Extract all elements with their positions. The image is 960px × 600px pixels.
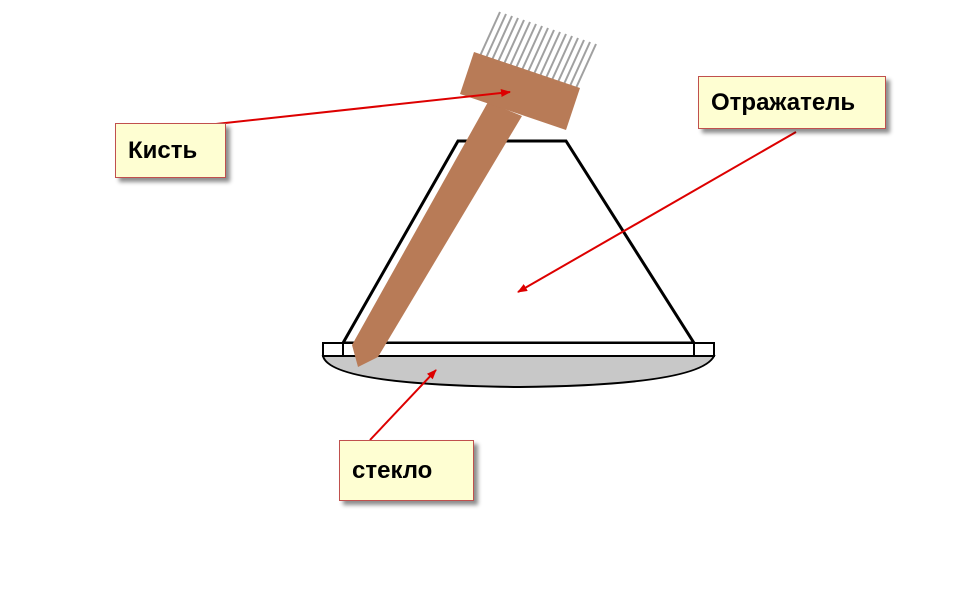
callout-glass-text: стекло: [352, 456, 433, 484]
arrow-glass: [369, 369, 437, 441]
arrow-reflector: [517, 131, 797, 293]
callout-glass: стекло: [339, 440, 474, 501]
arrow-brush: [215, 88, 511, 125]
callout-brush: Кисть: [115, 123, 226, 178]
brush-handle: [352, 102, 522, 367]
callout-reflector: Отражатель: [698, 76, 886, 129]
glass-shape: [321, 355, 716, 389]
base-rim: [322, 342, 715, 357]
brush-head: [460, 52, 580, 130]
callout-reflector-text: Отражатель: [711, 88, 856, 116]
brush-bristles: [479, 11, 597, 89]
callout-brush-text: Кисть: [128, 136, 198, 164]
